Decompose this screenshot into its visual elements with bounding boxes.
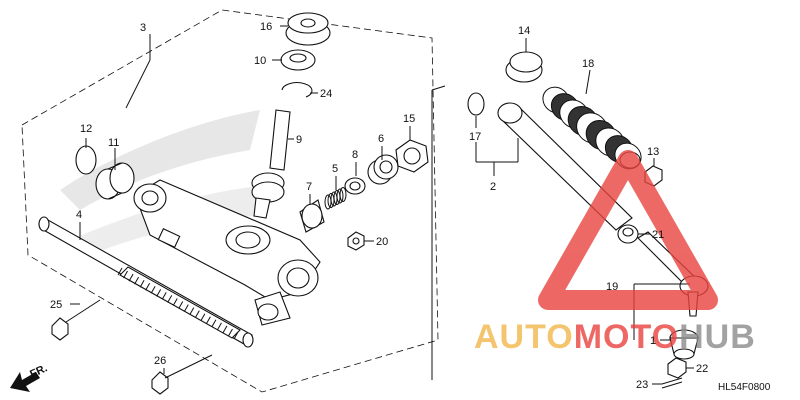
callout-25: 25 xyxy=(50,299,62,311)
dust-boot xyxy=(669,329,699,360)
callout-2: 2 xyxy=(490,181,496,193)
callout-18: 18 xyxy=(582,58,594,70)
callout-23: 23 xyxy=(636,379,648,391)
callout-19: 19 xyxy=(606,281,618,293)
bolt-26 xyxy=(151,354,213,395)
gear-box-housing xyxy=(133,179,321,326)
callout-5: 5 xyxy=(332,163,338,175)
bushing xyxy=(95,162,135,200)
callout-15: 15 xyxy=(403,113,415,125)
callout-11: 11 xyxy=(108,137,119,149)
callout-20: 20 xyxy=(376,236,388,248)
adjusting-screw xyxy=(367,154,399,185)
callout-13: 13 xyxy=(647,146,659,158)
callout-8: 8 xyxy=(352,149,358,161)
callout-24: 24 xyxy=(320,88,332,100)
steering-rack xyxy=(38,216,254,348)
callout-9: 9 xyxy=(296,134,302,146)
callout-6: 6 xyxy=(378,133,384,145)
tie-rod-lock-nut xyxy=(617,224,639,244)
castle-nut xyxy=(667,357,687,379)
watermark-logo: AUTOMOTOHUB xyxy=(474,150,756,356)
rack-guide xyxy=(299,199,325,233)
pinion-shaft xyxy=(251,109,291,219)
diagram-code: HL54F0800 xyxy=(718,382,771,393)
callout-10: 10 xyxy=(254,55,266,67)
callout-16: 16 xyxy=(260,21,272,33)
callout-3: 3 xyxy=(140,22,146,34)
callout-12: 12 xyxy=(80,123,92,135)
watermark-triangle xyxy=(538,150,718,310)
boot-band xyxy=(505,51,543,83)
dust-seal-ring xyxy=(280,49,316,71)
callout-17: 17 xyxy=(469,131,481,143)
callout-26: 26 xyxy=(154,355,166,367)
cotter-pin xyxy=(661,377,683,389)
nut-small xyxy=(347,231,365,251)
callout-7: 7 xyxy=(306,181,312,193)
snap-ring xyxy=(75,145,97,175)
bolt-25 xyxy=(51,299,101,341)
callout-1: 1 xyxy=(650,335,656,347)
callout-14: 14 xyxy=(518,25,530,37)
rack-teeth xyxy=(117,267,239,340)
front-arrow-icon: FR. xyxy=(10,362,49,392)
front-indicator-label: FR. xyxy=(28,362,49,380)
watermark-text-auto: AUTOMOTOHUB xyxy=(474,318,756,356)
circlip xyxy=(281,82,313,98)
callout-21: 21 xyxy=(652,229,664,241)
lock-nut xyxy=(395,139,429,173)
callout-4: 4 xyxy=(76,209,82,221)
callout-22: 22 xyxy=(696,363,708,375)
callout-labels: 3 16 10 24 9 12 11 4 7 5 8 6 15 20 25 26… xyxy=(50,21,771,393)
washer-hole xyxy=(349,181,361,191)
spring xyxy=(324,187,347,210)
assembly-outline xyxy=(21,9,439,393)
tie-rod-ring xyxy=(467,92,485,116)
seal-top xyxy=(285,12,331,46)
